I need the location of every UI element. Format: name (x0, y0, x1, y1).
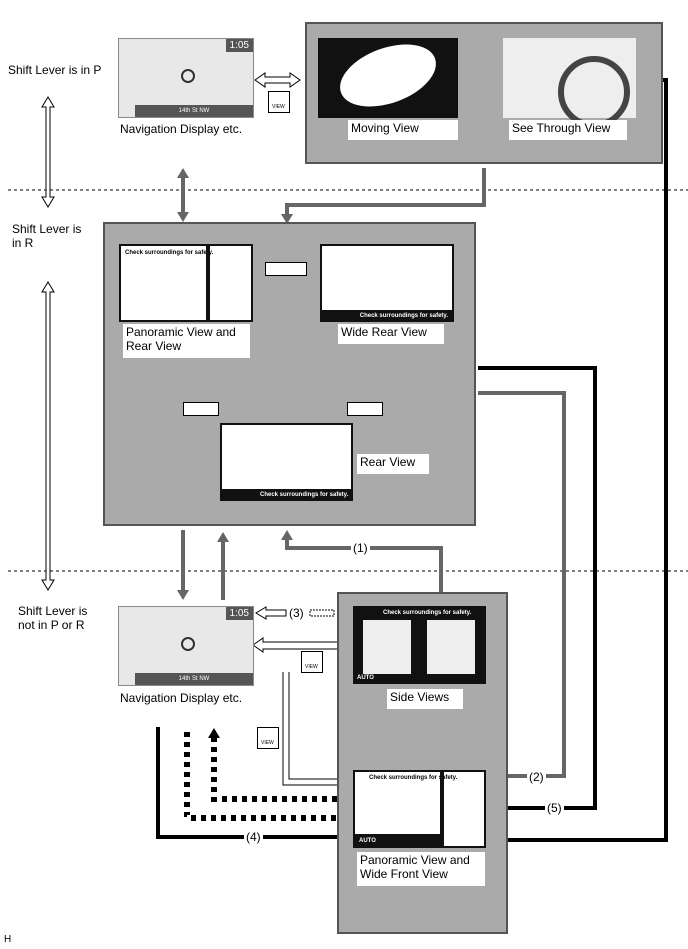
safety-message: Check surroundings for safety. (359, 313, 448, 319)
nav-display-bottom: 1:05 14th St NW (118, 606, 254, 686)
p-to-pano-front-path (502, 78, 668, 842)
wheel-icon (558, 56, 630, 128)
safety-message: Check surroundings for safety. (383, 610, 472, 616)
path-label-1: (1) (351, 541, 370, 555)
nav-time: 1:05 (225, 39, 253, 52)
nav-display-top: 1:05 14th St NW (118, 38, 254, 118)
nav-time: 1:05 (225, 607, 253, 620)
side-views-screen: Check surroundings for safety. AUTO (353, 606, 486, 684)
nav-street: 14th St NW (135, 105, 253, 117)
rear-view-label: Rear View (357, 454, 429, 474)
row-label-r: Shift Lever is in R (12, 222, 82, 250)
nav-street: 14th St NW (135, 673, 253, 685)
car-icon (331, 32, 445, 119)
panoramic-front-screen: Check surroundings for safety. AUTO (353, 770, 486, 848)
location-pin-icon (181, 69, 195, 83)
see-through-screen (503, 38, 636, 128)
path-label-2: (2) (527, 770, 546, 784)
left-double-arrow-top (41, 96, 55, 208)
safety-message: Check surroundings for safety. (260, 492, 349, 498)
panoramic-rear-screen: Check surroundings for safety. (119, 244, 253, 322)
rear-view-screen: Check surroundings for safety. (220, 423, 353, 501)
auto-label: AUTO (357, 675, 374, 681)
view-button-icon: VIEW (268, 91, 290, 113)
path-label-5: (5) (545, 801, 564, 815)
nav-top-label: Navigation Display etc. (120, 122, 243, 136)
row-label-p: Shift Lever is in P (8, 63, 102, 77)
wide-rear-screen: Check surroundings for safety. (320, 244, 454, 322)
left-double-arrow-bottom (41, 281, 55, 591)
see-through-label: See Through View (509, 120, 627, 140)
safety-message: Check surroundings for safety. (125, 250, 214, 256)
nav-bottom-label: Navigation Display etc. (120, 691, 243, 705)
panoramic-front-label: Panoramic View and Wide Front View (357, 852, 485, 886)
control-icons (347, 402, 383, 416)
location-pin-icon (181, 637, 195, 651)
footer-code: H (4, 934, 12, 945)
view-button-icon: VIEW (257, 727, 279, 749)
moving-view-label: Moving View (348, 120, 458, 140)
auto-label: AUTO (359, 838, 376, 844)
path-3-arrow (255, 606, 335, 620)
view-button-icon: VIEW (301, 651, 323, 673)
control-icons (183, 402, 219, 416)
path-label-3: (3) (287, 606, 306, 620)
side-views-label: Side Views (387, 689, 463, 709)
row-label-not-pr: Shift Lever is not in P or R (18, 604, 88, 632)
nav-moving-double-arrow (254, 72, 301, 88)
path-label-4: (4) (244, 830, 263, 844)
panoramic-rear-label: Panoramic View and Rear View (123, 324, 250, 358)
path-4 (156, 727, 344, 839)
safety-message: Check surroundings for safety. (369, 775, 458, 781)
control-icons (265, 262, 307, 276)
moving-view-screen (318, 32, 458, 119)
checkered-up-path (211, 738, 352, 802)
wide-rear-label: Wide Rear View (338, 324, 444, 344)
p-to-r-path (285, 168, 486, 218)
